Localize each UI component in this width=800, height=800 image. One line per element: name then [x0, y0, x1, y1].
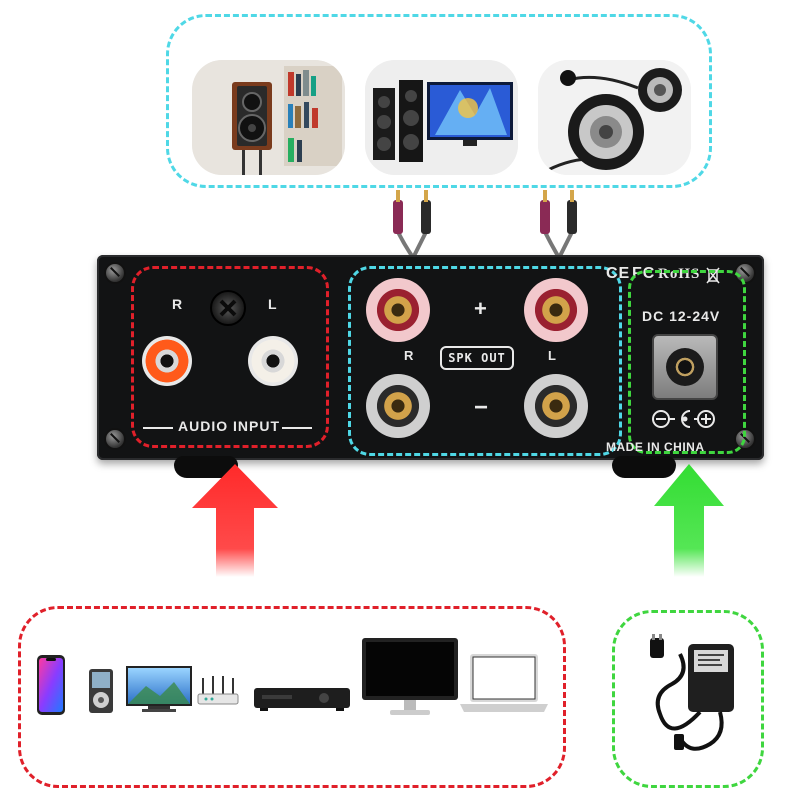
power-arrow: [654, 464, 724, 577]
audio-input-r-label: R: [172, 296, 184, 312]
audio-input-label: AUDIO INPUT: [178, 418, 280, 434]
bookshelf-speaker-tile: [192, 60, 345, 175]
audio-input-line-left: [143, 427, 173, 429]
ground-screw: [210, 290, 246, 326]
tower-speaker-tv-icon: [365, 60, 518, 175]
audio-input-frame: [131, 266, 329, 448]
router-icon: [197, 676, 239, 705]
laptop-icon: [460, 654, 548, 712]
spk-r-label: R: [404, 348, 415, 363]
ce-mark: CE: [606, 265, 631, 282]
binding-post-right-positive[interactable]: [366, 278, 430, 342]
spk-plus-sign: +: [474, 296, 488, 321]
banana-plug-red-2: [540, 190, 550, 234]
spk-l-label: L: [548, 348, 557, 363]
binding-post-right-negative[interactable]: [366, 374, 430, 438]
audio-sources-frame: [18, 606, 566, 788]
speaker-output-frame: [348, 266, 622, 456]
dc-power-frame: [628, 270, 746, 454]
dc-jack-socket: [666, 348, 704, 386]
binding-post-left-positive[interactable]: [524, 278, 588, 342]
dc-polarity-icon: [652, 410, 715, 428]
binding-post-left-negative[interactable]: [524, 374, 588, 438]
phillips-screw-icon: [219, 299, 237, 317]
audio-input-line-right: [282, 427, 312, 429]
home-theater-tile: [365, 60, 518, 175]
amplifier-foot-right: [612, 456, 676, 478]
speaker-outputs-frame: [166, 14, 712, 188]
tv-icon: [126, 666, 192, 712]
satellite-speaker-tile: [538, 60, 691, 175]
audio-input-l-label: L: [268, 296, 278, 312]
power-adapter-icon: [650, 634, 734, 751]
spk-minus-sign: −: [474, 394, 490, 421]
dc-voltage-label: DC 12-24V: [642, 308, 721, 324]
made-in-label: MADE IN CHINA: [606, 440, 705, 454]
mp3-player-icon: [89, 669, 113, 713]
corner-screw: [104, 428, 126, 450]
banana-plug-black-1: [421, 190, 431, 234]
input-arrow: [192, 464, 278, 577]
rca-jack-left[interactable]: [248, 336, 298, 386]
speaker-wires: [393, 190, 577, 258]
smartphone-icon: [37, 655, 65, 715]
power-adapter-frame: [612, 610, 764, 788]
banana-plug-black-2: [567, 190, 577, 234]
dvd-player-icon: [254, 688, 350, 711]
monitor-icon: [362, 638, 458, 715]
satellite-speaker-icon: [538, 60, 691, 175]
corner-screw: [104, 262, 126, 284]
dc-power-jack[interactable]: [652, 334, 718, 400]
spk-out-label: SPK OUT: [448, 351, 506, 365]
amplifier-foot-left: [174, 456, 238, 478]
spk-out-badge: SPK OUT: [440, 346, 514, 370]
rca-jack-right[interactable]: [142, 336, 192, 386]
bookshelf-speaker-icon: [192, 60, 345, 175]
banana-plug-red-1: [393, 190, 403, 234]
